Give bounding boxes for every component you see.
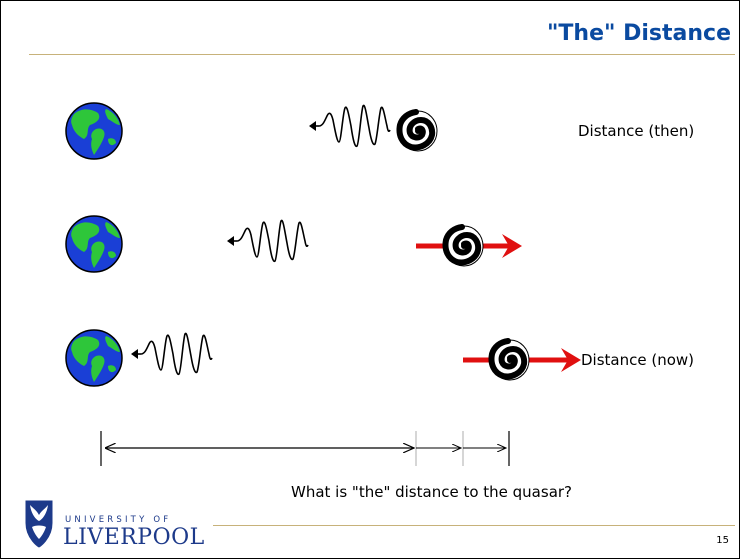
university-crest-icon — [25, 500, 53, 548]
wave-packet-icon — [308, 104, 391, 148]
earth-icon — [65, 329, 123, 387]
page-number: 15 — [716, 535, 729, 546]
distance-then-label: Distance (then) — [578, 122, 695, 140]
wave-packet-icon — [130, 332, 213, 376]
logo-liverpool: LIVERPOOL — [63, 525, 205, 550]
distance-ruler — [100, 431, 510, 466]
galaxy-icon — [399, 111, 437, 151]
title-rule — [29, 54, 735, 55]
wave-packet-icon — [226, 219, 309, 263]
logo-university-of: UNIVERSITY OF — [65, 515, 172, 525]
galaxy-icon — [445, 226, 483, 266]
distance-now-label: Distance (now) — [581, 351, 695, 369]
slide-title: "The" Distance — [546, 21, 731, 46]
question-text: What is "the" distance to the quasar? — [291, 483, 573, 501]
footer-rule — [213, 525, 735, 526]
earth-icon — [65, 215, 123, 273]
earth-icon — [65, 102, 123, 160]
galaxy-icon — [491, 340, 529, 380]
